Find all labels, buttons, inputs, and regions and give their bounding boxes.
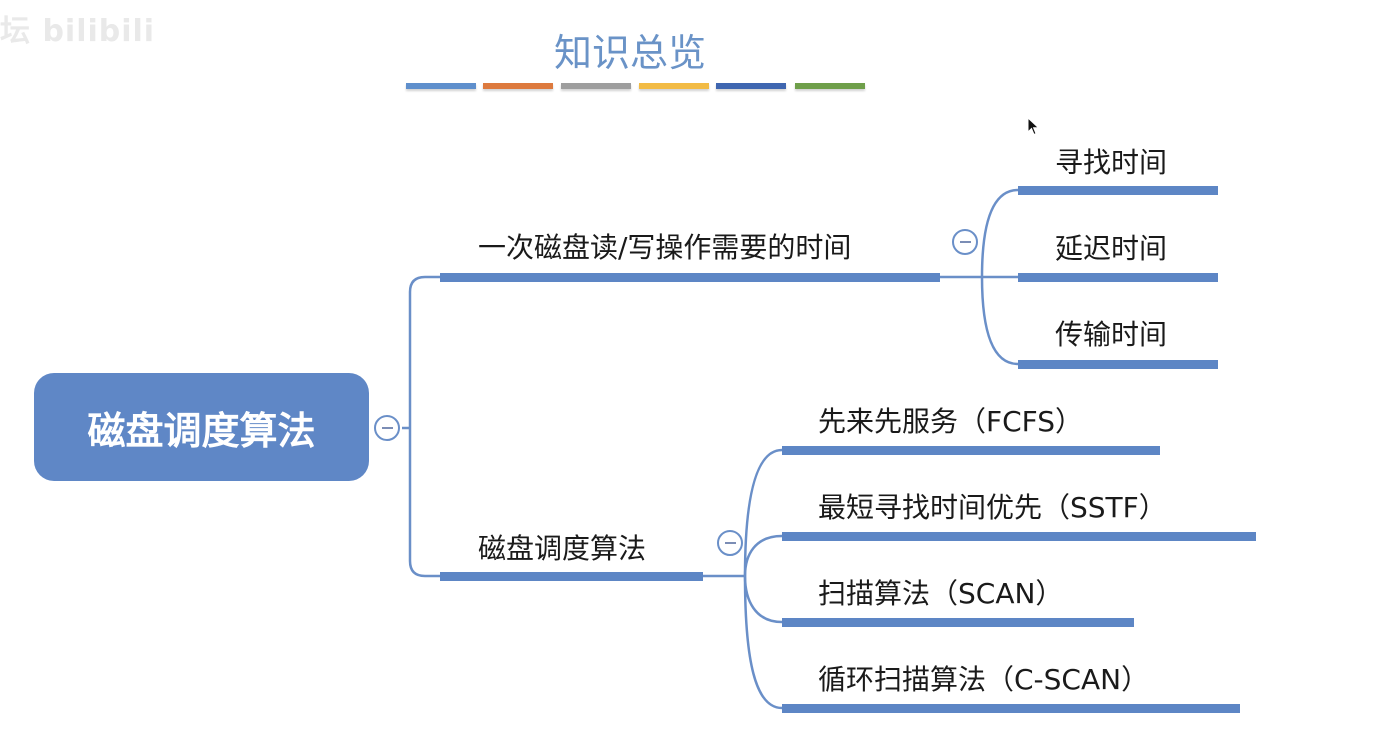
color-bar bbox=[716, 83, 786, 89]
root-node[interactable]: 磁盘调度算法 bbox=[34, 373, 369, 481]
branch-underline bbox=[440, 273, 940, 282]
connector-root-branch2 bbox=[408, 428, 440, 578]
connector-branch2-child3 bbox=[743, 575, 783, 624]
leaf-underline bbox=[1018, 186, 1218, 195]
connector-branch1-child3 bbox=[980, 276, 1019, 366]
page-title: 知识总览 bbox=[553, 31, 706, 75]
minus-circle-icon bbox=[959, 240, 971, 244]
color-bar bbox=[483, 83, 553, 89]
connector-branch2-child2 bbox=[743, 534, 783, 577]
leaf-underline bbox=[782, 532, 1256, 541]
minus-circle-icon bbox=[381, 426, 393, 430]
root-collapse-button[interactable] bbox=[374, 415, 400, 441]
leaf-label-scan[interactable]: 扫描算法（SCAN） bbox=[818, 577, 1064, 610]
color-bar bbox=[795, 83, 865, 89]
connector-branch2-child4 bbox=[743, 575, 783, 710]
leaf-underline bbox=[1018, 360, 1218, 369]
branch1-collapse-button[interactable] bbox=[952, 229, 978, 255]
leaf-label-transfer-time[interactable]: 传输时间 bbox=[1055, 318, 1168, 351]
branch-underline bbox=[440, 572, 703, 581]
leaf-label-sstf[interactable]: 最短寻找时间优先（SSTF） bbox=[818, 491, 1167, 524]
branch2-collapse-button[interactable] bbox=[717, 530, 743, 556]
mouse-pointer-icon bbox=[1027, 117, 1040, 136]
leaf-label-c-scan[interactable]: 循环扫描算法（C-SCAN） bbox=[818, 663, 1150, 696]
connector-branch2-child1 bbox=[743, 448, 783, 577]
color-bar bbox=[639, 83, 709, 89]
leaf-underline bbox=[782, 446, 1160, 455]
branch-label-scheduling-algorithms[interactable]: 磁盘调度算法 bbox=[478, 532, 647, 565]
color-bar bbox=[561, 83, 631, 89]
leaf-label-seek-time[interactable]: 寻找时间 bbox=[1055, 146, 1168, 179]
connector-root-branch1 bbox=[402, 275, 440, 430]
bilibili-watermark: 坛 bilibili bbox=[0, 14, 156, 49]
color-bar bbox=[406, 83, 476, 89]
leaf-label-fcfs[interactable]: 先来先服务（FCFS） bbox=[818, 405, 1084, 438]
connector-branch1-child1 bbox=[980, 188, 1019, 278]
root-node-label: 磁盘调度算法 bbox=[87, 408, 316, 453]
leaf-underline bbox=[1018, 273, 1218, 282]
leaf-underline bbox=[782, 618, 1134, 627]
leaf-label-rotational-delay[interactable]: 延迟时间 bbox=[1055, 232, 1168, 265]
minus-circle-icon bbox=[724, 541, 736, 545]
branch-label-disk-io-time[interactable]: 一次磁盘读/写操作需要的时间 bbox=[478, 231, 852, 264]
leaf-underline bbox=[782, 704, 1240, 713]
